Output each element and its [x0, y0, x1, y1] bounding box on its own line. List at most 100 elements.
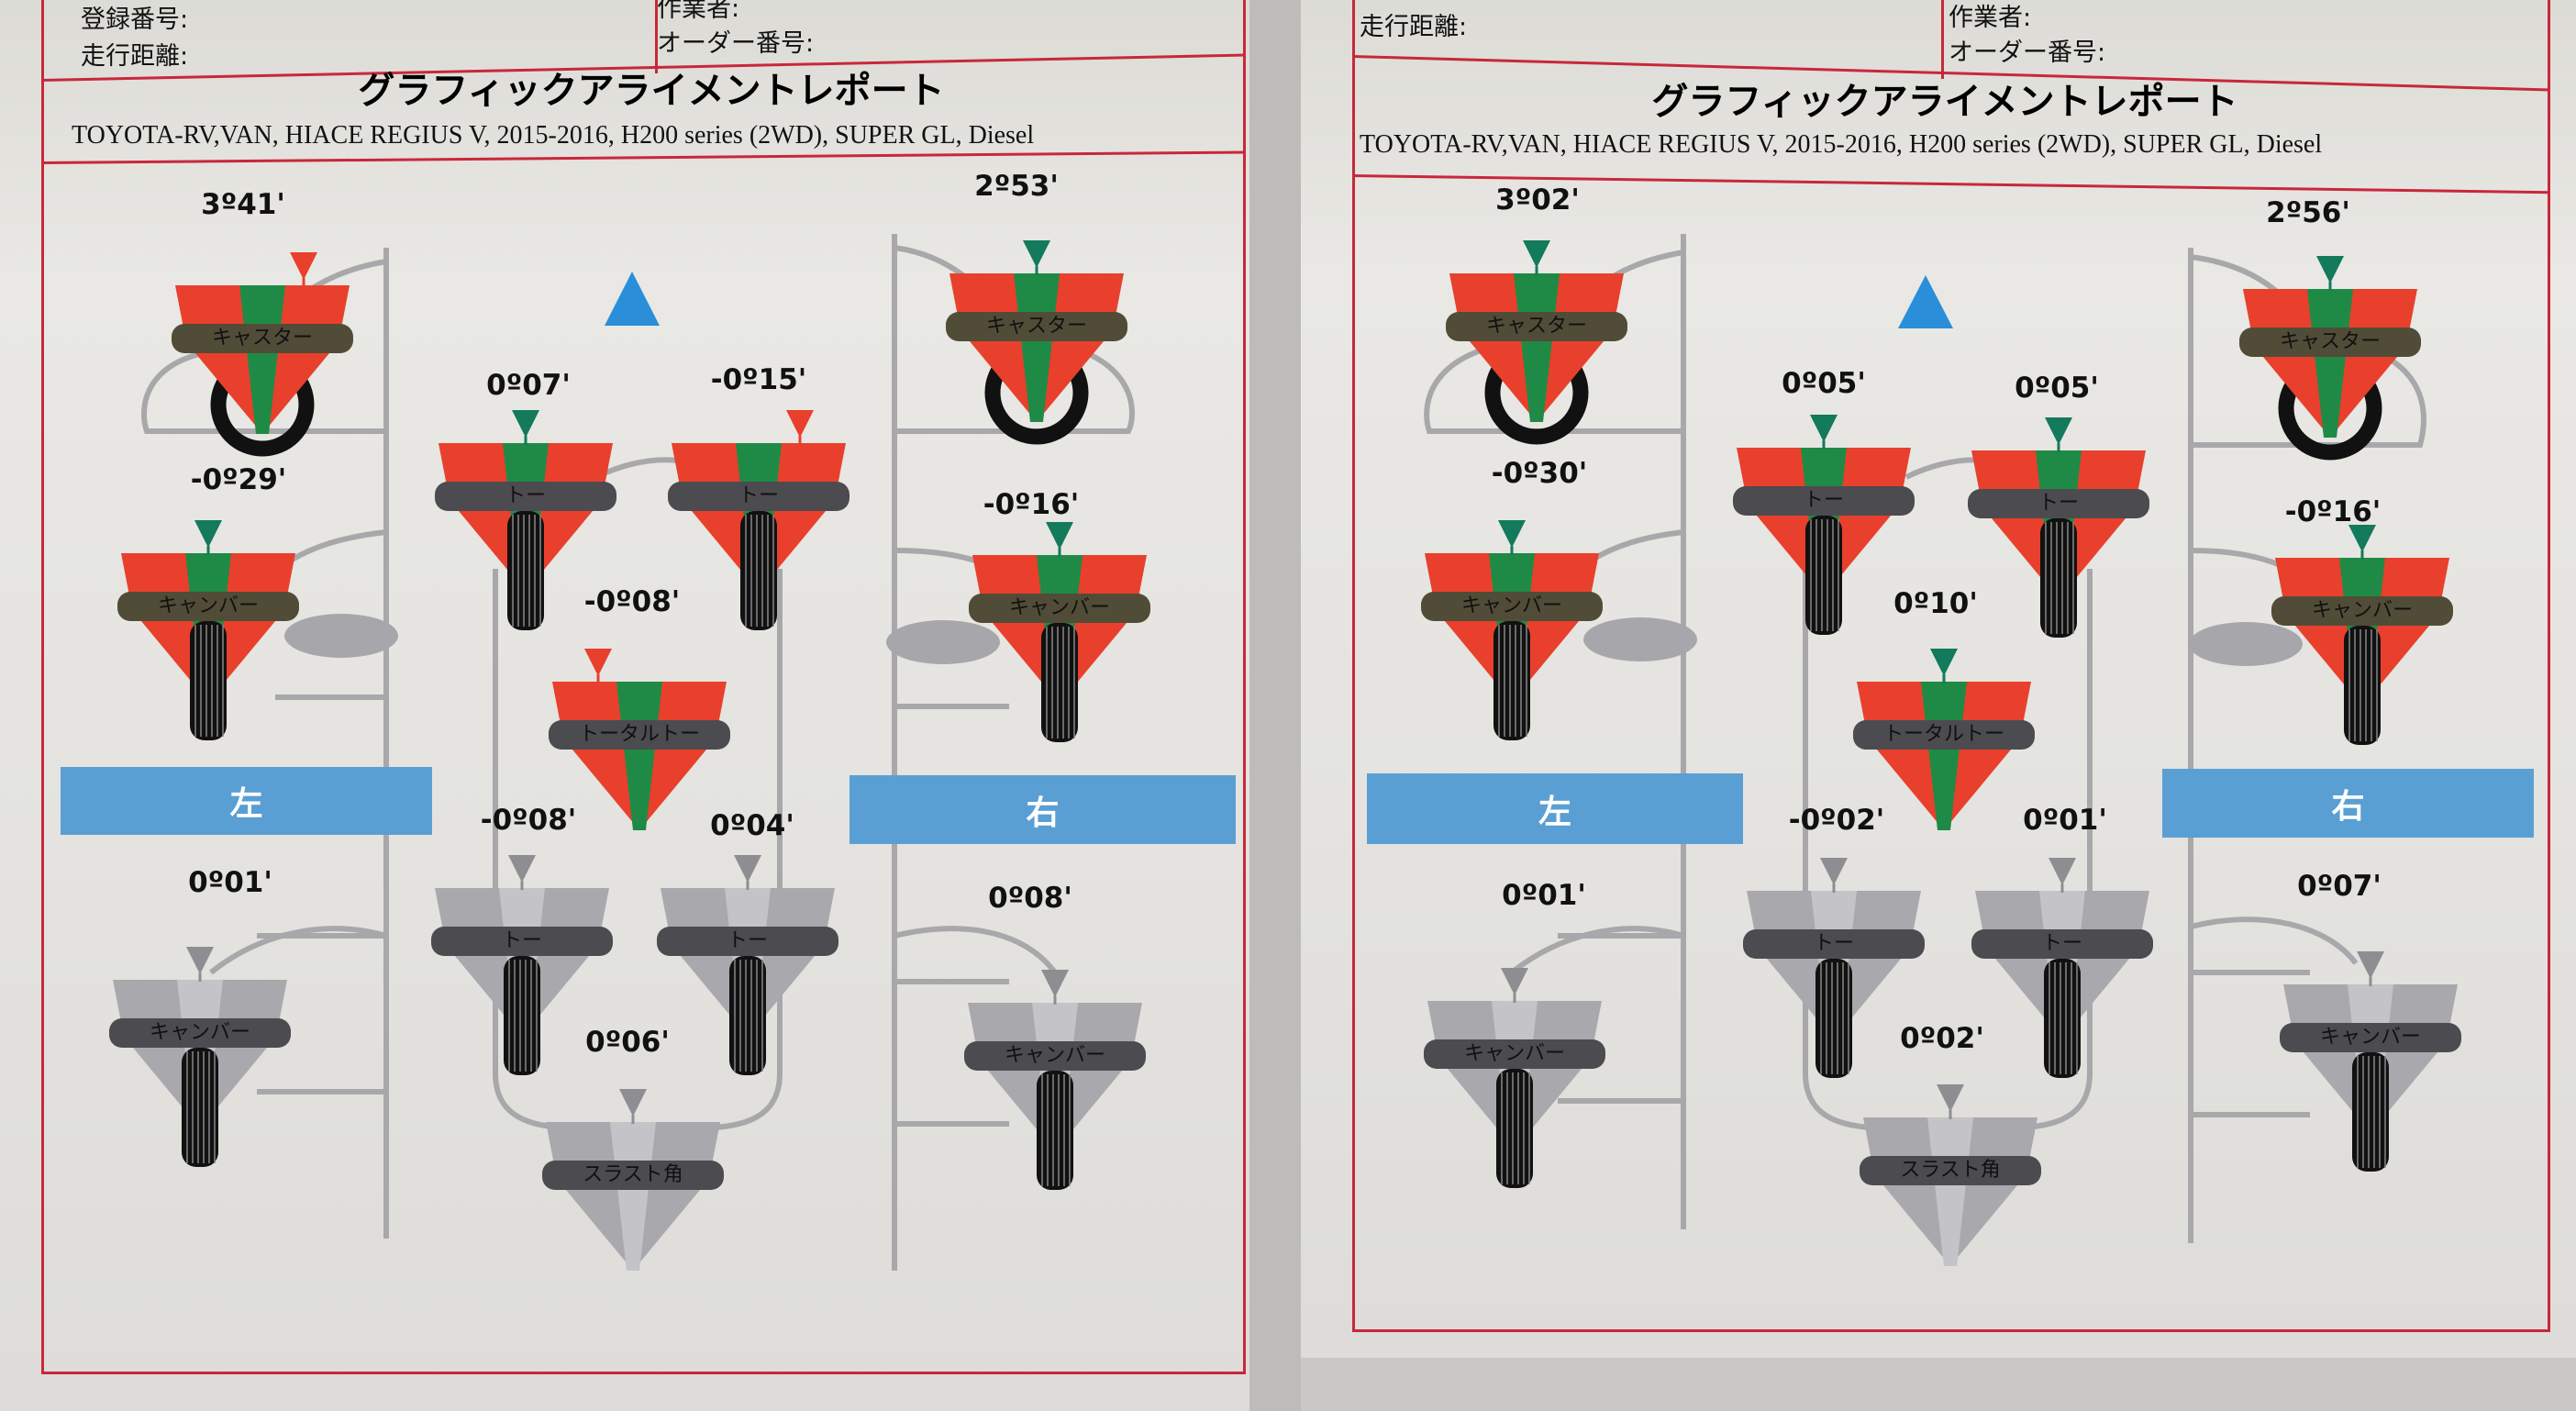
indicator-marker-icon: [734, 855, 761, 883]
tire-tread-icon: [507, 511, 544, 630]
rear-left-toe-label: トー: [1813, 932, 1854, 955]
front-left-caster-label: キャスター: [211, 327, 313, 350]
front-right-toe-gauge: トー: [1968, 416, 2149, 654]
front-right-camber-value: -0º16': [2284, 495, 2382, 528]
indicator-marker-icon: [512, 410, 539, 438]
label-pill: [435, 482, 616, 511]
header-divider: [655, 0, 658, 73]
rear-right-toe-label: トー: [2041, 932, 2082, 955]
page-gap: [1249, 0, 1301, 1411]
indicator-marker-icon: [2357, 951, 2384, 979]
front-left-caster-value: 3º41': [201, 188, 285, 221]
label-pill: [1743, 929, 1925, 959]
tire-tread-icon: [2044, 959, 2081, 1078]
indicator-marker-icon: [290, 252, 317, 280]
indicator-marker-icon: [1820, 858, 1848, 885]
tolerance-band-icon: [2307, 289, 2353, 438]
label-pill: [117, 592, 299, 621]
indicator-marker-icon: [186, 947, 214, 974]
front-left-caster-value: 3º02': [1495, 183, 1580, 217]
front-total-toe-gauge: トータルトー: [1853, 647, 2035, 885]
rear-left-toe-value: -0º02': [1788, 804, 1885, 837]
thrust-angle-value: 0º06': [585, 1026, 670, 1059]
tolerance-band-icon: [1921, 682, 1967, 830]
front-left-camber-gauge: キャンバー: [117, 518, 299, 757]
report-frame: [1352, 0, 2550, 1332]
indicator-marker-icon: [2348, 525, 2376, 552]
front-right-toe-value: -0º15': [710, 363, 807, 396]
label-pill: [1860, 1156, 2041, 1185]
tire-tread-icon: [1815, 959, 1852, 1078]
front-right-camber-gauge: キャンバー: [969, 520, 1150, 759]
label-pill: [668, 482, 849, 511]
indicator-marker-icon: [1930, 649, 1958, 676]
thrust-angle-gauge: スラスト角: [1860, 1083, 2041, 1321]
front-total-toe-value: 0º10': [1893, 587, 1978, 620]
front-left-camber-label: キャンバー: [1460, 594, 1562, 617]
rear-right-toe-gauge: トー: [657, 853, 838, 1092]
front-right-caster-gauge: キャスター: [2239, 254, 2421, 493]
thrust-angle-value: 0º02': [1900, 1022, 1984, 1055]
forward-direction-icon: [605, 272, 660, 326]
tire-tread-icon: [1493, 621, 1530, 740]
indicator-marker-icon: [2049, 858, 2076, 885]
label-pill: [2280, 1023, 2461, 1052]
tolerance-band-icon: [610, 1122, 656, 1271]
rear-left-camber-value: 0º01': [188, 866, 272, 899]
label-pill: [1446, 312, 1627, 341]
label-pill: [172, 324, 353, 353]
front-right-caster-gauge: キャスター: [946, 239, 1127, 477]
rear-right-toe-label: トー: [727, 929, 768, 952]
label-pill: [964, 1041, 1146, 1071]
rear-right-camber-gauge: キャンバー: [964, 968, 1146, 1206]
indicator-marker-icon: [194, 520, 222, 548]
front-right-toe-gauge: トー: [668, 408, 849, 647]
left-side-bar: 左: [1367, 773, 1743, 844]
vehicle-outline: [1424, 234, 2426, 1243]
label-pill: [542, 1161, 724, 1190]
label-pill: [1424, 1039, 1605, 1069]
front-left-caster-gauge: キャスター: [1446, 239, 1627, 477]
front-total-toe-gauge: トータルトー: [549, 647, 730, 885]
front-total-toe-value: -0º08': [583, 585, 681, 618]
right-side-bar: 右: [2162, 769, 2534, 838]
report-frame: [41, 0, 1246, 1374]
rear-right-camber-label: キャンバー: [2319, 1026, 2421, 1049]
rear-right-toe-value: 0º04': [710, 809, 794, 842]
indicator-marker-icon: [1046, 522, 1073, 550]
indicator-marker-icon: [1498, 520, 1526, 548]
label-pill: [1733, 486, 1915, 516]
rear-right-toe-value: 0º01': [2023, 804, 2107, 837]
label-pill: [549, 720, 730, 750]
label-pill: [1853, 720, 2035, 750]
front-right-caster-label: キャスター: [985, 315, 1087, 338]
forward-direction-icon: [1898, 275, 1953, 328]
front-left-caster-label: キャスター: [1485, 315, 1587, 338]
mileage-label: 走行距離:: [1360, 13, 1468, 41]
front-left-toe-value: 0º07': [486, 369, 571, 402]
vehicle-description: TOYOTA-RV,VAN, HIACE REGIUS V, 2015-2016…: [72, 121, 1035, 150]
rear-right-camber-gauge: キャンバー: [2280, 950, 2461, 1188]
rear-left-camber-label: キャンバー: [149, 1021, 250, 1044]
rear-left-toe-value: -0º08': [480, 804, 577, 837]
front-left-camber-gauge: キャンバー: [1421, 518, 1603, 757]
tire-tread-icon: [729, 956, 766, 1075]
label-pill: [1971, 929, 2153, 959]
report-title: グラフィックアライメントレポート: [358, 70, 945, 112]
tolerance-band-icon: [616, 682, 662, 830]
front-right-camber-value: -0º16': [983, 488, 1080, 521]
label-pill: [1968, 489, 2149, 518]
front-left-toe-label: トー: [1803, 489, 1844, 512]
indicator-marker-icon: [508, 855, 536, 883]
label-pill: [2271, 596, 2453, 626]
front-left-camber-value: -0º30': [1491, 457, 1588, 490]
front-left-toe-value: 0º05': [1782, 367, 1866, 400]
tolerance-band-icon: [1014, 273, 1060, 422]
indicator-marker-icon: [1041, 970, 1069, 997]
tire-tread-icon: [1805, 516, 1842, 635]
label-pill: [969, 594, 1150, 623]
rear-right-camber-label: キャンバー: [1004, 1044, 1105, 1067]
front-left-caster-gauge: キャスター: [172, 250, 353, 489]
mileage-label: 走行距離:: [81, 42, 189, 71]
tire-tread-icon: [1041, 623, 1078, 742]
